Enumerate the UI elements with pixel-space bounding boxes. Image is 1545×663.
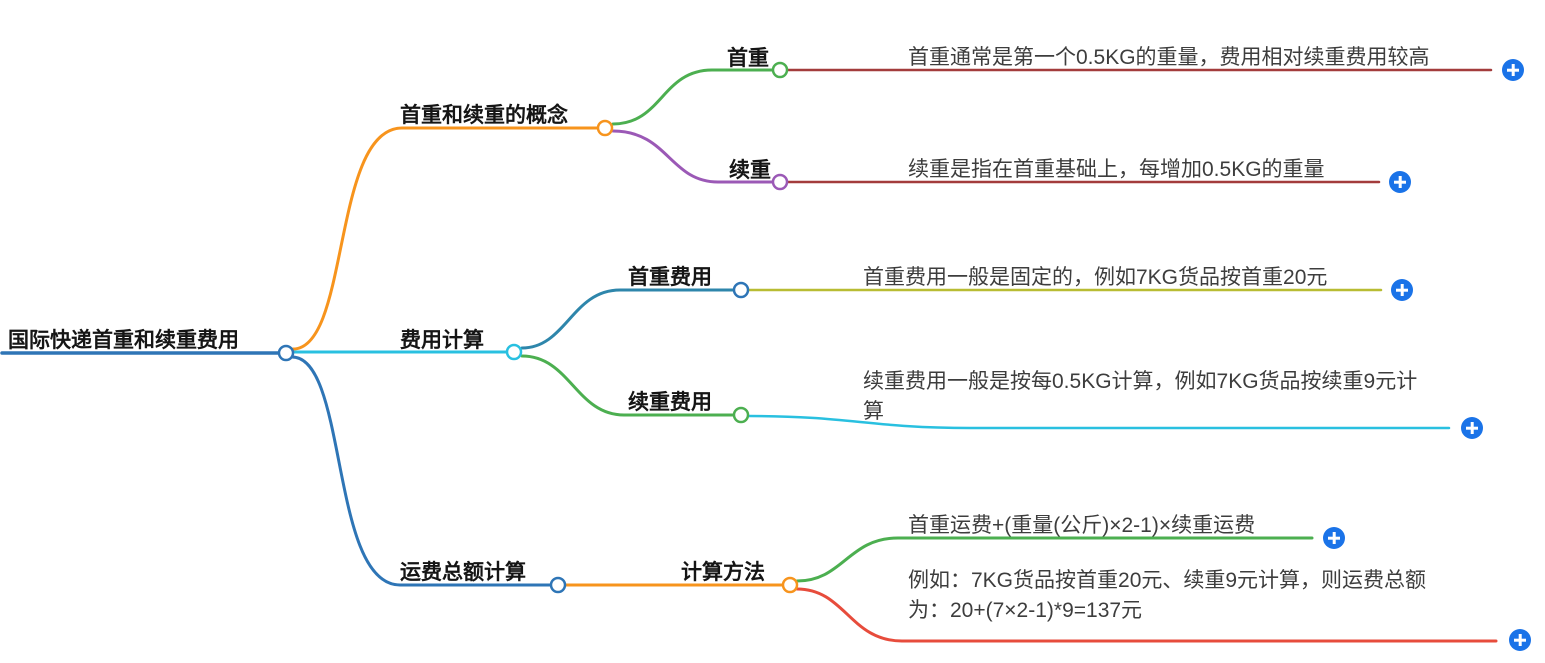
root-node-label[interactable]: 国际快递首重和续重费用	[8, 329, 239, 352]
leaf-first-fee-desc[interactable]: 首重费用一般是固定的，例如7KG货品按首重20元	[863, 266, 1328, 289]
cost-connector[interactable]	[505, 343, 523, 361]
node-first-weight-label[interactable]: 首重	[727, 47, 769, 70]
edge-concept-first-weight	[611, 68, 774, 126]
first-fee-connector[interactable]	[732, 281, 750, 299]
first-weight-connector[interactable]	[771, 61, 789, 79]
add-button-additional-fee-desc[interactable]	[1461, 417, 1483, 439]
concept-connector[interactable]	[596, 119, 614, 137]
leaf-additional-weight-desc[interactable]: 续重是指在首重基础上，每增加0.5KG的重量	[908, 158, 1325, 181]
leaf-example[interactable]: 例如：7KG货品按首重20元、续重9元计算，则运费总额为：20+(7×2-1)*…	[908, 569, 1427, 622]
edge-cost-first-fee	[520, 288, 735, 350]
add-button-example[interactable]	[1509, 629, 1531, 651]
root-connector[interactable]	[277, 344, 295, 362]
total-connector[interactable]	[549, 576, 567, 594]
edge-additional-fee-desc	[747, 414, 1451, 430]
add-button-formula[interactable]	[1323, 527, 1345, 549]
add-button-first-fee-desc[interactable]	[1391, 279, 1413, 301]
edge-concept-additional-weight	[611, 129, 774, 184]
add-button-additional-weight-desc[interactable]	[1389, 171, 1411, 193]
additional-fee-connector[interactable]	[732, 406, 750, 424]
edge-method-formula	[795, 536, 1314, 583]
leaf-first-weight-desc[interactable]: 首重通常是第一个0.5KG的重量，费用相对续重费用较高	[908, 46, 1430, 69]
edge-root-concept	[291, 126, 599, 351]
edge-root-total	[290, 355, 552, 587]
node-first-fee-label[interactable]: 首重费用	[628, 266, 712, 289]
node-concept-label[interactable]: 首重和续重的概念	[400, 104, 568, 127]
add-button-first-weight-desc[interactable]	[1502, 59, 1524, 81]
node-method-label[interactable]: 计算方法	[681, 561, 765, 584]
leaf-additional-fee-desc[interactable]: 续重费用一般是按每0.5KG计算，例如7KG货品按续重9元计算	[863, 370, 1418, 423]
node-total-label[interactable]: 运费总额计算	[400, 561, 526, 584]
additional-weight-connector[interactable]	[771, 173, 789, 191]
method-connector[interactable]	[781, 576, 799, 594]
node-additional-fee-label[interactable]: 续重费用	[628, 391, 712, 414]
node-cost-label[interactable]: 费用计算	[400, 329, 484, 352]
edge-cost-additional-fee	[520, 354, 735, 417]
edge-method-example	[795, 587, 1498, 643]
leaf-formula[interactable]: 首重运费+(重量(公斤)×2-1)×续重运费	[908, 514, 1256, 537]
node-additional-weight-label[interactable]: 续重	[729, 159, 771, 182]
